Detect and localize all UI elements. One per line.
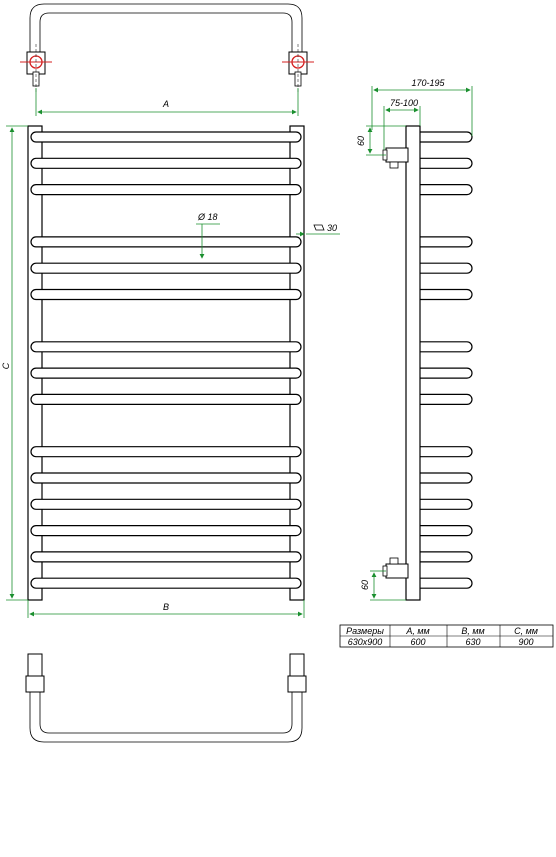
pipe-diameter-label: Ø 18 xyxy=(197,212,218,222)
table-header-b: B, мм xyxy=(461,626,484,636)
dimension-c-label: C xyxy=(1,362,11,369)
bottom-wall-bracket xyxy=(382,557,409,579)
right-valve-icon xyxy=(282,44,314,94)
front-rail xyxy=(30,577,302,589)
table-cell-size: 630x900 xyxy=(348,637,383,647)
side-rail xyxy=(411,498,473,510)
table-header-a: A, мм xyxy=(405,626,429,636)
left-valve-icon xyxy=(20,44,52,94)
side-rail xyxy=(411,236,473,248)
table-header-sizes: Размеры xyxy=(346,626,384,636)
dimension-c: C xyxy=(1,125,28,601)
dimension-mount-top: 60 xyxy=(356,125,406,156)
front-rail xyxy=(30,288,302,301)
square-section-callout: 30 xyxy=(296,223,340,237)
front-rail xyxy=(30,341,302,353)
front-rail xyxy=(30,472,302,484)
depth-inner-label: 75-100 xyxy=(390,98,418,108)
front-rail xyxy=(30,551,302,563)
front-rail xyxy=(30,236,302,248)
front-rail xyxy=(30,262,302,274)
side-rail xyxy=(411,157,473,169)
depth-outer-label: 170-195 xyxy=(411,78,445,88)
front-rail xyxy=(30,393,302,405)
mount-bottom-label: 60 xyxy=(360,580,370,590)
dimension-depth-inner: 75-100 xyxy=(383,98,421,150)
table-cell-c: 900 xyxy=(518,637,533,647)
side-rail xyxy=(411,288,473,301)
front-view: C B Ø 18 30 xyxy=(1,125,340,618)
bottom-view xyxy=(25,653,307,743)
dimensions-table: Размеры A, мм B, мм C, мм 630x900 600 63… xyxy=(339,624,554,648)
pipe-diameter-callout: Ø 18 xyxy=(196,212,220,259)
front-rail xyxy=(30,131,302,143)
front-rail xyxy=(30,184,302,196)
side-rail xyxy=(411,184,473,196)
table-cell-b: 630 xyxy=(465,637,480,647)
side-rail xyxy=(411,524,473,537)
side-rail xyxy=(411,393,473,405)
side-view: 170-195 75-100 60 60 xyxy=(356,78,473,601)
square-section-icon xyxy=(313,224,325,231)
mount-top-label: 60 xyxy=(356,136,366,146)
dimension-b-label: B xyxy=(163,602,169,612)
side-rail xyxy=(411,446,473,458)
dimension-b: B xyxy=(27,600,305,618)
front-rails xyxy=(30,131,302,589)
dimension-a: A xyxy=(35,88,299,116)
front-rail xyxy=(30,367,302,379)
top-wall-bracket xyxy=(382,147,409,169)
side-rail xyxy=(411,367,473,379)
front-rail xyxy=(30,157,302,169)
side-rail xyxy=(411,551,473,563)
side-rails xyxy=(411,131,473,589)
front-rail xyxy=(30,446,302,458)
side-rail xyxy=(411,341,473,353)
side-rail xyxy=(411,131,473,143)
dimension-depth-outer: 170-195 xyxy=(371,78,473,136)
dimension-mount-bottom: 60 xyxy=(360,570,406,601)
side-rail xyxy=(411,472,473,484)
top-view: A xyxy=(20,3,314,116)
table-cell-a: 600 xyxy=(410,637,425,647)
table-header-c: C, мм xyxy=(514,626,538,636)
side-rail xyxy=(411,577,473,589)
front-rail xyxy=(30,498,302,510)
front-rail xyxy=(30,524,302,537)
side-rail xyxy=(411,262,473,274)
side-collector xyxy=(405,125,421,601)
square-section-label: 30 xyxy=(327,223,337,233)
dimension-a-label: A xyxy=(162,99,169,109)
